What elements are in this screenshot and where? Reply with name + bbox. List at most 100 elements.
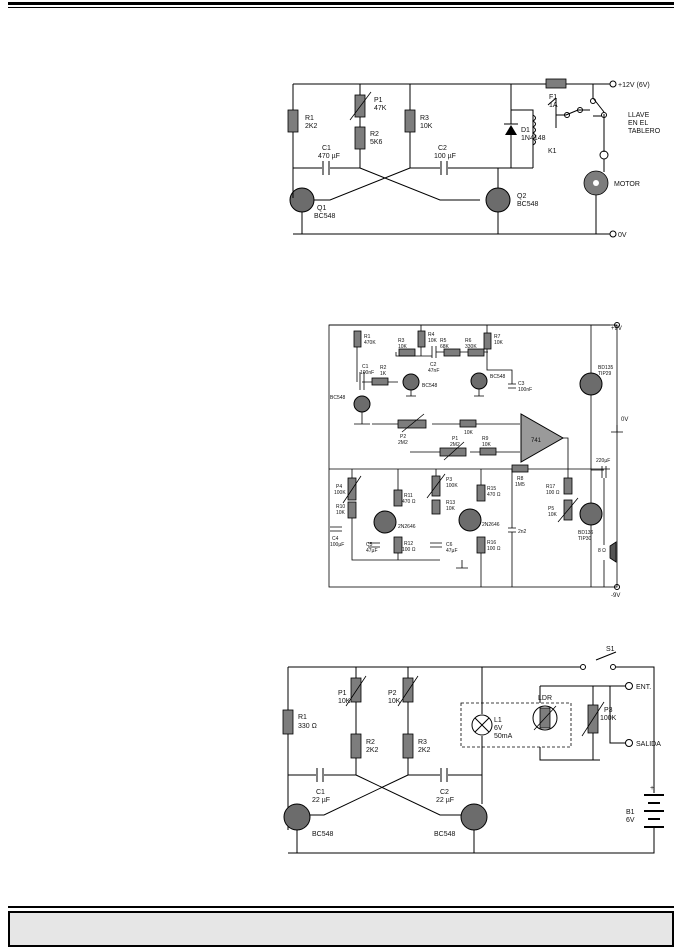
c3-resistor-r2 [350,733,362,759]
resistor-r3 [404,109,416,133]
c2-c1-name: C1 [362,364,369,370]
d1-name: D1 [521,127,530,134]
r3-name: R3 [420,115,429,122]
motor-label: MOTOR [614,181,640,188]
c3-ldr-label: LDR [538,695,552,702]
c3-ent-label: ENT. [636,684,651,691]
switch-label-3: TABLERO [628,128,661,135]
c3-l1-name: L1 [494,717,502,724]
c2-c3-name: C3 [518,381,525,387]
c2-r13 [431,499,441,515]
c2-c6 [430,542,442,548]
c3-p3-name: P3 [604,707,613,714]
c2-r5-value: 68K [440,344,450,350]
c2-transistor-c [470,372,488,390]
c2-c-out [601,466,607,478]
c2-qtop-name: BD135 [598,365,614,371]
c3-pot-p2 [402,677,414,703]
c2-r8-value: 1M5 [515,482,525,488]
c2-c5 [368,542,380,548]
c3-l1-value: 6V [494,725,503,732]
c2-c6-value: 47µF [446,548,458,554]
c2-r4-value: 10K [428,338,438,344]
c2-c2-name: C2 [430,362,437,368]
c3-resistor-r1 [282,709,294,735]
ground-label: 0V [618,232,627,239]
r2-name: R2 [370,131,379,138]
c3-r1-value: 330 Ω [298,723,317,730]
c2-r3-name: R3 [398,338,405,344]
c2-r1-name: R1 [364,334,371,340]
switch-label-1: LLAVE [628,112,650,119]
c2-qc-label: BC548 [490,374,506,380]
supply-terminal-icon [609,80,617,88]
c3-q1-label: BC548 [312,831,334,838]
c1-value: 470 µF [318,153,340,160]
c3-r1-name: R1 [298,714,307,721]
c2-r16-value: 100 Ω [487,546,501,552]
p1-value: 47K [374,105,387,112]
c2-r15-value: 470 Ω [487,492,501,498]
c2-value: 100 µF [434,153,456,160]
c2-r9-value: 10K [482,442,492,448]
c2-p4-name: P4 [336,484,342,490]
c2-transistor-b [402,373,420,391]
c2-r6-name: R6 [465,338,472,344]
c2-ujt1-label: 2N2646 [398,524,416,530]
c3-p1-name: P1 [338,690,347,697]
c2-r17 [563,477,573,495]
c2-ujt2-label: 2N2646 [482,522,500,528]
c2-r3 [398,348,416,357]
c2-p2-name: P2 [400,434,406,440]
c2-c4 [330,526,342,532]
vpos-label: +9V [611,326,622,332]
c2-c4-name: C4 [332,536,339,542]
relay-coil-icon [532,114,536,146]
c2-r1-value: 470K [364,340,376,346]
vneg-label: -9V [611,593,620,599]
c3-p2-value: 10K [388,698,401,705]
c2-r4 [417,330,426,348]
c2-qbot-value: TIP30 [578,536,592,542]
resistor-r1 [287,109,299,133]
c2-r1 [353,330,362,348]
footer-bar [8,911,674,947]
c2-c6-name: C6 [446,542,453,548]
c2-r-10k [459,419,477,428]
c2-ujt-1 [373,510,397,534]
c3-optocoupler-box [460,702,572,748]
r1-name: R1 [305,115,314,122]
c2-r5-name: R5 [440,338,447,344]
c2-p4-value: 100K [334,490,346,496]
c2-p5-name: P5 [548,506,554,512]
opamp-label: 741 [531,438,542,444]
c2-r16 [476,536,486,554]
c2-p5-value: 10K [548,512,558,518]
c2-r3-value: 10K [398,344,408,350]
transistor-q1 [289,187,315,213]
c2-power-transistor-bottom [579,502,603,526]
c2-r5 [443,348,461,357]
c2-r8 [511,464,529,473]
c3-battery-icon [644,794,664,828]
c2-r10-name: R10 [336,504,345,510]
c3-s1-label: S1 [606,646,615,653]
opamp-icon [520,413,565,463]
c2-qbot-name: BD136 [578,530,594,536]
c2-name: C2 [438,145,447,152]
c2-p3-value: 100K [446,483,458,489]
c2-r17-name: R17 [546,484,555,490]
c2-ujt-2 [458,508,482,532]
c3-r2-value: 2K2 [366,747,379,754]
r3-value: 10K [420,123,433,130]
c3-salida-label: SALIDA [636,741,661,748]
c2-r15-name: R15 [487,486,496,492]
c2-r10 [347,501,357,519]
c2-r13-value: 10K [446,506,456,512]
c2-r11-name: R11 [404,493,413,499]
r2-value: 5K6 [370,139,383,146]
q2-value: BC548 [517,201,539,208]
c2-r7 [483,332,492,350]
c2-c1 [359,372,365,390]
c2-r12-value: 100 Ω [402,547,416,553]
